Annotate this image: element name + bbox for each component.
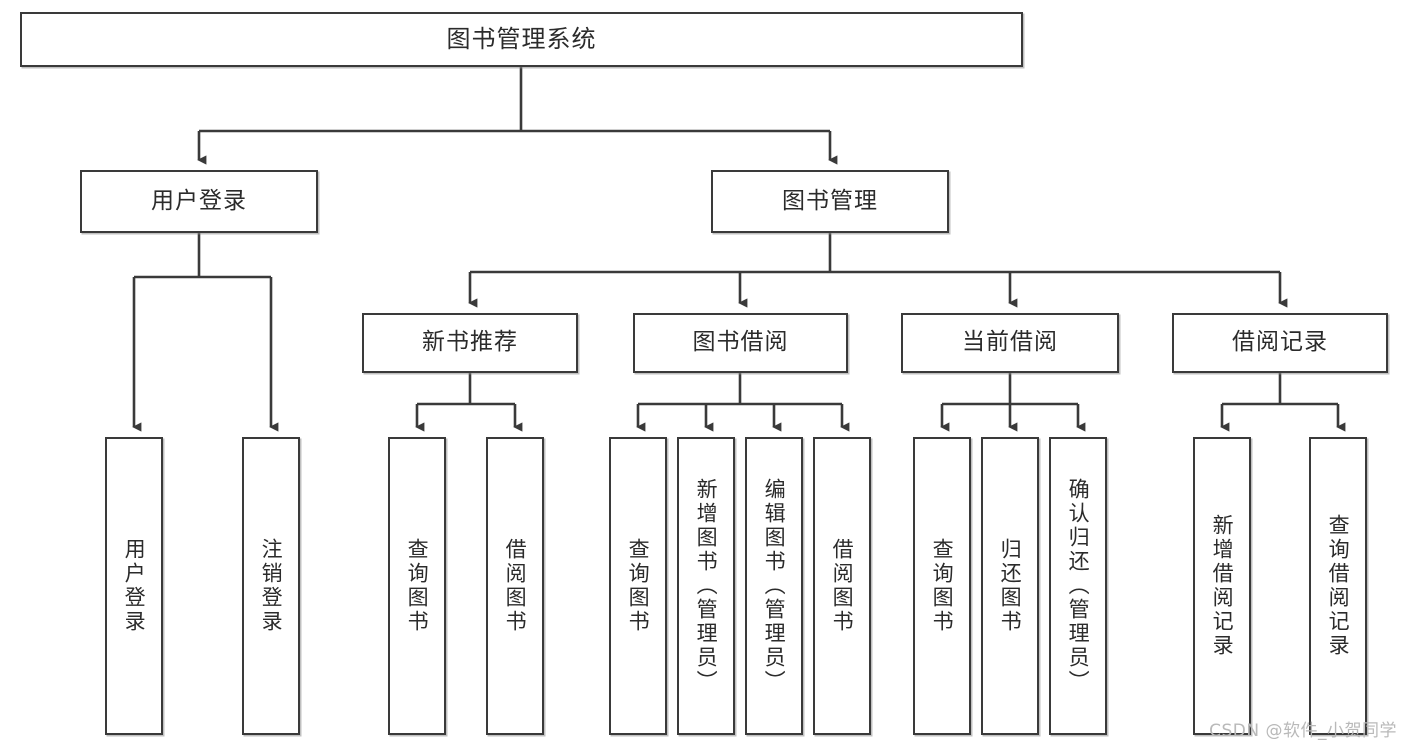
node-root-system[interactable]: 图书管理系统 (20, 12, 1023, 67)
leaf-book-borrow-add[interactable]: 新增图书（管理员） (677, 437, 735, 735)
node-book-management[interactable]: 图书管理 (711, 170, 949, 233)
leaf-label: 用户登录 (122, 538, 147, 634)
node-book-borrow[interactable]: 图书借阅 (633, 313, 848, 373)
leaf-user-login-signin[interactable]: 用户登录 (105, 437, 163, 735)
leaf-label: 借阅图书 (830, 538, 855, 634)
leaf-book-borrow-edit[interactable]: 编辑图书（管理员） (745, 437, 803, 735)
leaf-current-borrow-return[interactable]: 归还图书 (981, 437, 1039, 735)
leaf-book-borrow-lend[interactable]: 借阅图书 (813, 437, 871, 735)
leaf-user-login-signout[interactable]: 注销登录 (242, 437, 300, 735)
node-borrow-record[interactable]: 借阅记录 (1172, 313, 1388, 373)
csdn-watermark: CSDN @软件_小贺同学 (1209, 721, 1397, 741)
leaf-label: 归还图书 (998, 538, 1023, 634)
leaf-label: 查询图书 (626, 538, 651, 634)
leaf-borrow-record-query[interactable]: 查询借阅记录 (1309, 437, 1367, 735)
leaf-borrow-record-add[interactable]: 新增借阅记录 (1193, 437, 1251, 735)
leaf-label: 新增借阅记录 (1210, 514, 1235, 658)
leaf-label: 编辑图书（管理员） (762, 478, 787, 694)
leaf-book-borrow-query[interactable]: 查询图书 (609, 437, 667, 735)
leaf-current-borrow-query[interactable]: 查询图书 (913, 437, 971, 735)
leaf-new-book-query[interactable]: 查询图书 (388, 437, 446, 735)
leaf-label: 新增图书（管理员） (694, 478, 719, 694)
node-current-borrow[interactable]: 当前借阅 (901, 313, 1119, 373)
node-user-login[interactable]: 用户登录 (80, 170, 318, 233)
leaf-label: 查询借阅记录 (1326, 514, 1351, 658)
node-new-book-recommend[interactable]: 新书推荐 (362, 313, 578, 373)
leaf-label: 注销登录 (259, 538, 284, 634)
leaf-label: 确认归还（管理员） (1066, 478, 1091, 694)
leaf-new-book-borrow[interactable]: 借阅图书 (486, 437, 544, 735)
leaf-label: 查询图书 (405, 538, 430, 634)
leaf-current-borrow-confirm[interactable]: 确认归还（管理员） (1049, 437, 1107, 735)
leaf-label: 借阅图书 (503, 538, 528, 634)
leaf-label: 查询图书 (930, 538, 955, 634)
